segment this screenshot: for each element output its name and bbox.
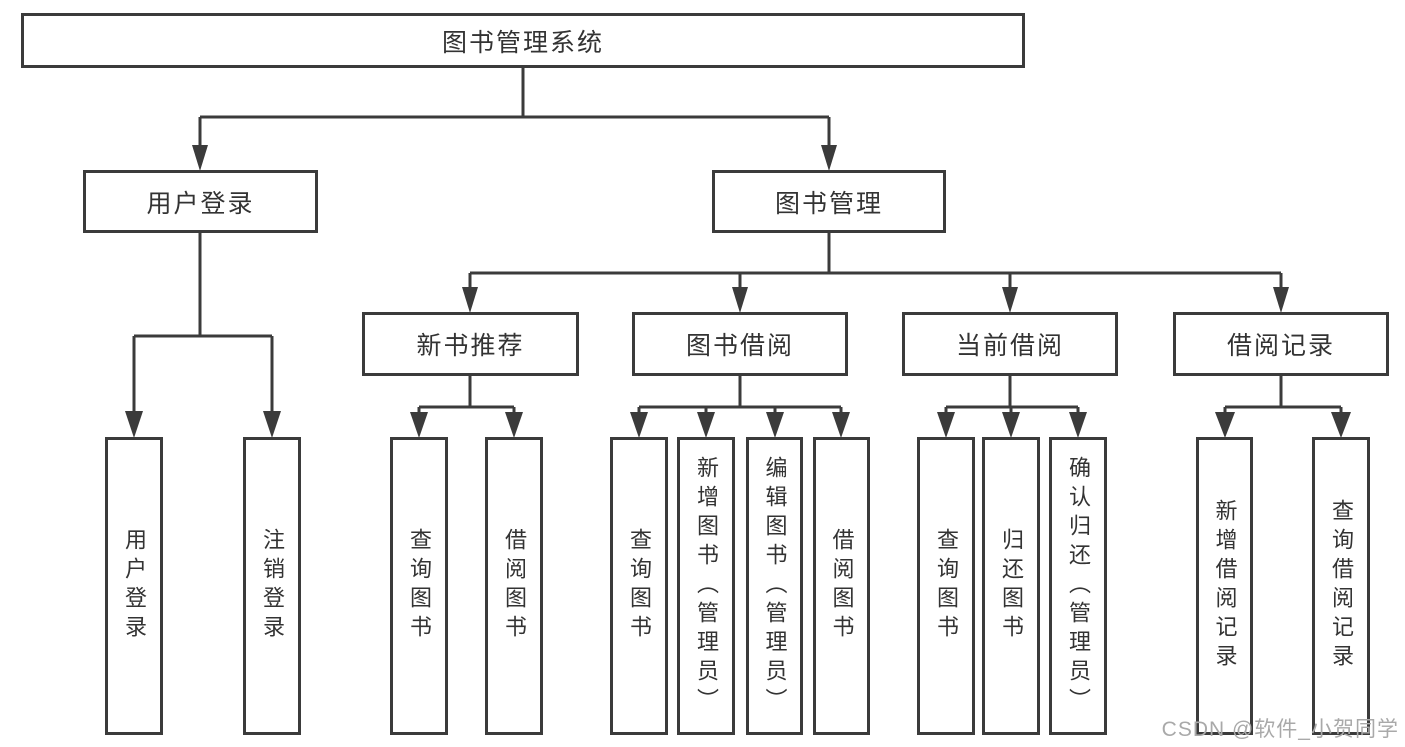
arrow-down-icon bbox=[410, 412, 428, 438]
leaf-borrow-books-recommend: 借阅图书 bbox=[485, 437, 543, 735]
leaf-logout: 注销登录 bbox=[243, 437, 301, 735]
node-book-management: 图书管理 bbox=[712, 170, 946, 233]
arrow-down-icon bbox=[821, 145, 837, 171]
arrow-down-icon bbox=[1215, 412, 1235, 438]
arrow-down-icon bbox=[505, 412, 523, 438]
arrow-down-icon bbox=[766, 412, 784, 438]
leaf-query-books-recommend: 查询图书 bbox=[390, 437, 448, 735]
arrow-down-icon bbox=[1002, 287, 1018, 313]
arrow-down-icon bbox=[1069, 412, 1087, 438]
watermark: CSDN @软件_小贺同学 bbox=[1161, 718, 1399, 741]
arrow-down-icon bbox=[832, 412, 850, 438]
leaf-user-login: 用户登录 bbox=[105, 437, 163, 735]
arrow-down-icon bbox=[462, 287, 478, 313]
arrow-down-icon bbox=[1002, 412, 1020, 438]
leaf-add-borrow-record: 新增借阅记录 bbox=[1196, 437, 1253, 735]
arrow-down-icon bbox=[1273, 287, 1289, 313]
node-current-borrow: 当前借阅 bbox=[902, 312, 1118, 376]
connector-current-borrow-to-leaves bbox=[937, 376, 1087, 438]
connector-new-book-recommend-to-leaves bbox=[410, 376, 523, 438]
leaf-borrow-books: 借阅图书 bbox=[813, 437, 870, 735]
arrow-down-icon bbox=[697, 412, 715, 438]
arrow-down-icon bbox=[1331, 412, 1351, 438]
arrow-down-icon bbox=[192, 145, 208, 171]
connector-book-borrow-to-leaves bbox=[630, 376, 850, 438]
arrow-down-icon bbox=[125, 411, 143, 438]
connector-borrow-records-to-leaves bbox=[1215, 376, 1351, 438]
leaf-query-books-current: 查询图书 bbox=[917, 437, 975, 735]
leaf-query-books-borrow: 查询图书 bbox=[610, 437, 668, 735]
arrow-down-icon bbox=[732, 287, 748, 313]
node-root: 图书管理系统 bbox=[21, 13, 1025, 68]
arrow-down-icon bbox=[263, 411, 281, 438]
leaf-add-book-admin: 新增图书（管理员） bbox=[677, 437, 735, 735]
node-new-book-recommend: 新书推荐 bbox=[362, 312, 579, 376]
connector-user-login-to-leaves bbox=[125, 233, 281, 438]
node-borrow-records: 借阅记录 bbox=[1173, 312, 1389, 376]
leaf-query-borrow-record: 查询借阅记录 bbox=[1312, 437, 1370, 735]
leaf-edit-book-admin: 编辑图书（管理员） bbox=[746, 437, 803, 735]
arrow-down-icon bbox=[630, 412, 648, 438]
leaf-return-book: 归还图书 bbox=[982, 437, 1040, 735]
connector-book-management-to-level2 bbox=[462, 233, 1289, 313]
connector-root-to-level1 bbox=[192, 68, 837, 171]
node-book-borrow: 图书借阅 bbox=[632, 312, 848, 376]
arrow-down-icon bbox=[937, 412, 955, 438]
node-user-login: 用户登录 bbox=[83, 170, 318, 233]
leaf-confirm-return-admin: 确认归还（管理员） bbox=[1049, 437, 1107, 735]
